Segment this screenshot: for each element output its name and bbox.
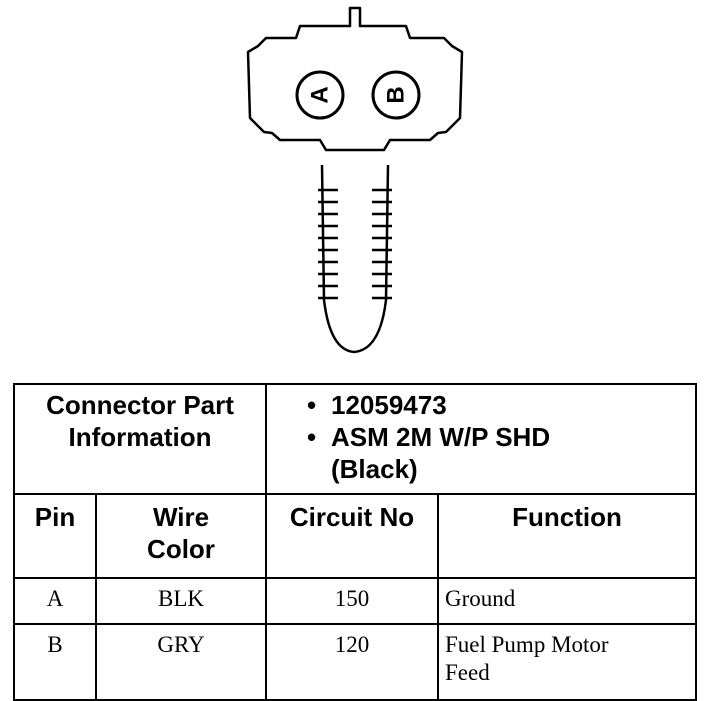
part-number-item: • 12059473 bbox=[307, 389, 695, 421]
header-row: Pin Wire Color Circuit No Function bbox=[13, 493, 698, 579]
part-info-label: Connector Part Information bbox=[46, 390, 234, 452]
row-b-pin: B bbox=[13, 623, 97, 701]
row-a-wire-color: BLK bbox=[95, 577, 267, 625]
header-circuit-no-text: Circuit No bbox=[289, 502, 415, 532]
part-info-row: Connector Part Information • 12059473 • … bbox=[13, 383, 698, 495]
row-b-function: Fuel Pump Motor Feed bbox=[436, 623, 698, 701]
row-a-circuit-no: 150 bbox=[265, 577, 439, 625]
bullet-glyph: • bbox=[307, 422, 317, 452]
connector-info-table: Connector Part Information • 12059473 • … bbox=[13, 383, 698, 701]
header-circuit-no: Circuit No bbox=[265, 493, 439, 579]
connector-body-outline bbox=[246, 6, 464, 152]
pin-a-circle bbox=[295, 70, 345, 120]
header-function: Function bbox=[436, 493, 698, 579]
part-description: ASM 2M W/P SHD (Black) bbox=[331, 422, 551, 484]
table-row: A BLK 150 Ground bbox=[13, 577, 698, 625]
part-number: 12059473 bbox=[331, 390, 447, 420]
table-row: B GRY 120 Fuel Pump Motor Feed bbox=[13, 623, 698, 701]
wire-boot-ribs bbox=[318, 188, 392, 300]
header-pin: Pin bbox=[13, 493, 97, 579]
row-b-circuit-no: 120 bbox=[265, 623, 439, 701]
row-b-wire-color: GRY bbox=[95, 623, 267, 701]
connector-diagram: A B bbox=[246, 6, 464, 354]
row-a-pin: A bbox=[13, 577, 97, 625]
part-description-item: • ASM 2M W/P SHD (Black) bbox=[307, 421, 695, 485]
pin-b-circle bbox=[371, 70, 421, 120]
part-info-values-cell: • 12059473 • ASM 2M W/P SHD (Black) bbox=[264, 383, 698, 495]
header-wire-color-text: Wire Color bbox=[147, 502, 215, 564]
pin-a-label: A bbox=[307, 86, 334, 103]
header-function-text: Function bbox=[512, 502, 622, 532]
wire-boot-outline bbox=[320, 164, 390, 354]
pin-b-label: B bbox=[383, 86, 410, 103]
header-pin-text: Pin bbox=[34, 502, 76, 532]
row-a-function: Ground bbox=[436, 577, 698, 625]
bullet-glyph: • bbox=[307, 390, 317, 420]
part-info-label-cell: Connector Part Information bbox=[13, 383, 267, 495]
header-wire-color: Wire Color bbox=[95, 493, 267, 579]
